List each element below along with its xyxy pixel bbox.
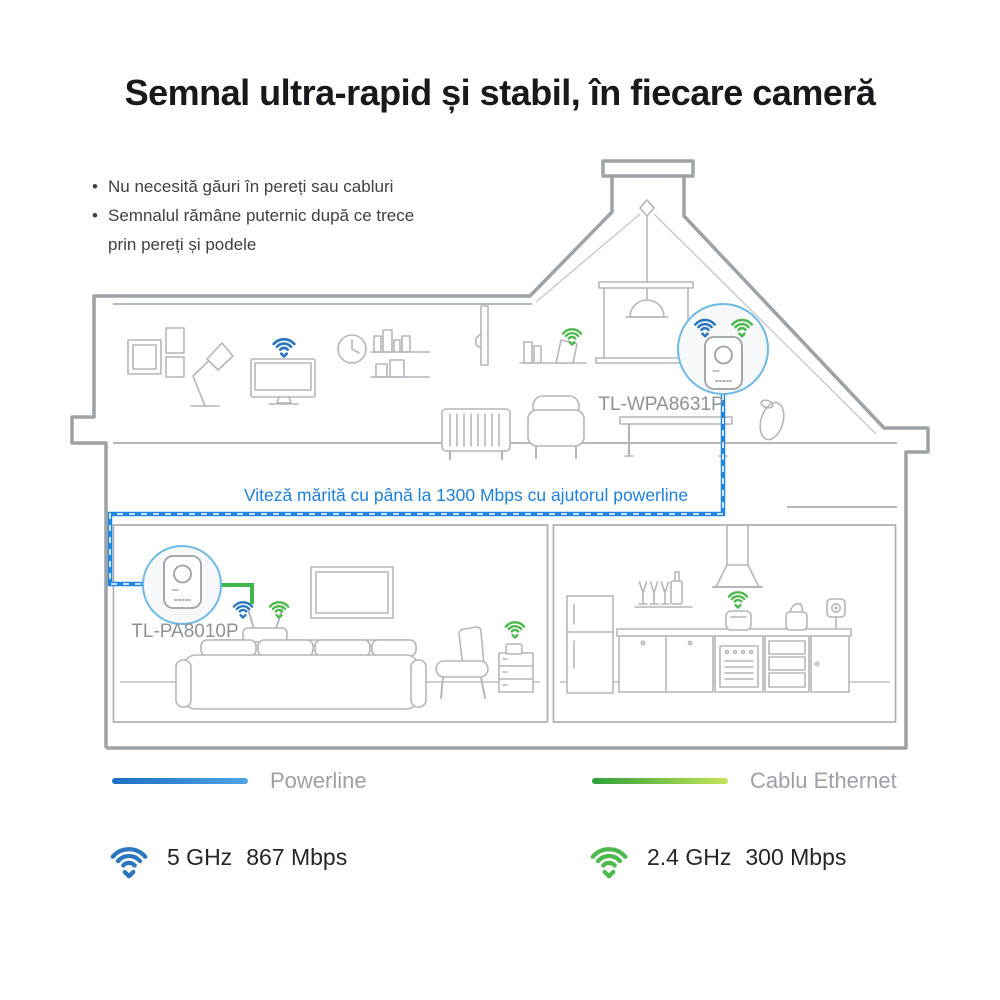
roof-inner-lines [535, 213, 877, 435]
range-hood [712, 525, 763, 588]
spec-24ghz-text: 2.4 GHz 300 Mbps [647, 844, 846, 871]
ground-floor-left-room [175, 566, 534, 710]
feature-bullets: • Nu necesită găuri în pereți sau cabluri… [92, 172, 438, 259]
legend-powerline: Powerline [112, 768, 367, 794]
picture-frames [127, 327, 185, 378]
bench-table [619, 416, 733, 458]
wall-shelf-right [519, 339, 587, 364]
ground-right-room [552, 524, 897, 723]
wifi-icon-blue [104, 836, 154, 879]
bullet-item: • Nu necesită găuri în pereți sau cabluri [92, 172, 438, 201]
speed-label: 867 Mbps [246, 843, 348, 870]
bullet-text: Semnalul rămâne puternic după ce trece p… [108, 206, 415, 254]
smartphone [505, 643, 523, 655]
bullet-dot: • [92, 206, 98, 225]
sofa [175, 639, 427, 710]
kitchen [566, 525, 852, 694]
legend-ethernet: Cablu Ethernet [592, 768, 897, 794]
house-structure [70, 159, 930, 750]
spec-24ghz: 2.4 GHz 300 Mbps [584, 834, 846, 880]
powerline-extender-device [704, 336, 743, 390]
wifi-icon-green [504, 621, 526, 639]
powerline-label: Powerline [270, 768, 367, 793]
wifi-icon-green [584, 836, 634, 879]
spec-5ghz: 5 GHz 867 Mbps [104, 834, 347, 880]
band-label: 5 GHz [167, 843, 233, 870]
powerline-adapter-device [163, 555, 202, 609]
page-title: Semnal ultra-rapid și stabil, în fiecare… [124, 72, 876, 113]
base-cabinets [618, 635, 714, 693]
fridge [566, 595, 614, 694]
armchair-lower [435, 626, 489, 699]
door [475, 305, 489, 366]
side-cabinet [498, 652, 534, 693]
roof-apex-joint [639, 199, 655, 217]
ethernet-cable [221, 583, 254, 604]
powerline-line-swatch [112, 778, 248, 784]
upper-floor-furniture [127, 199, 785, 461]
drawer-stack [764, 635, 810, 693]
ethernet-line-swatch [592, 778, 728, 784]
adapter-callout [142, 545, 222, 625]
ground-left-room [112, 524, 549, 723]
wifi-icon-blue [272, 337, 296, 358]
wifi-router [242, 608, 288, 643]
bullet-text: Nu necesită găuri în pereți sau cabluri [108, 177, 394, 196]
radiator [441, 408, 511, 461]
armchair-upper [527, 395, 585, 459]
band-label: 2.4 GHz [647, 843, 732, 870]
extender-callout [677, 303, 769, 395]
spec-5ghz-text: 5 GHz 867 Mbps [167, 844, 347, 871]
ethernet-label: Cablu Ethernet [750, 768, 897, 793]
oven [714, 635, 764, 693]
speed-label: 300 Mbps [745, 843, 847, 870]
wifi-icon-green [727, 591, 749, 609]
powerline-note: Viteză mărită cu până la 1300 Mbps cu aj… [244, 485, 688, 505]
powerline-cable [107, 394, 726, 587]
wall-clock [337, 334, 367, 364]
bullet-dot: • [92, 177, 98, 196]
toaster [725, 610, 752, 631]
basket [759, 399, 785, 441]
chimney-cap [601, 159, 695, 178]
bullet-item: • Semnalul rămâne puternic după ce trece … [92, 201, 438, 259]
wall-shelves-left [370, 329, 430, 378]
power-outlet [826, 598, 846, 630]
wall-tv [310, 566, 394, 619]
desk-lamp [190, 342, 234, 407]
kettle [785, 602, 808, 631]
wifi-icon-green [268, 601, 290, 619]
glassware-shelf [634, 571, 693, 608]
end-cabinet [810, 635, 850, 693]
tv-upper [250, 358, 316, 405]
extender-label: TL-WPA8631P [598, 394, 723, 415]
outer-wall [70, 176, 930, 750]
adapter-label: TL-PA8010P [131, 621, 238, 642]
